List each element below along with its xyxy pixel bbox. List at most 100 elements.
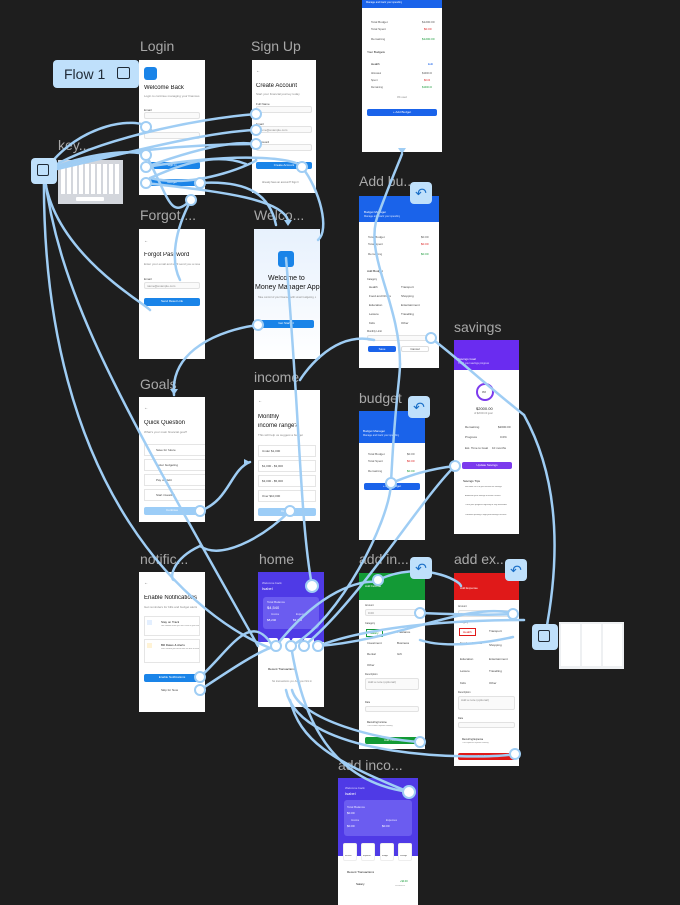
back-icon[interactable]: ←: [256, 68, 260, 73]
category-option[interactable]: Kids: [369, 321, 375, 325]
action-expense-button[interactable]: [280, 638, 290, 648]
balance-label: Total Balance: [347, 805, 366, 809]
recurring-sub: This income repeats monthly: [367, 725, 393, 727]
goals-continue-button[interactable]: Continue: [144, 507, 200, 515]
description-label: Description: [365, 673, 378, 676]
back-action-icon[interactable]: ↶: [408, 396, 430, 418]
income-title-1: Monthly: [258, 414, 280, 420]
expense-label: Expenses: [386, 819, 397, 822]
back-icon[interactable]: ←: [144, 580, 148, 585]
date-label: Date: [458, 717, 464, 720]
category-option[interactable]: Food and Drinks: [369, 294, 392, 298]
notif-item-desc: We'll remind you when bills are due to a…: [161, 648, 199, 650]
category-option[interactable]: Other: [489, 681, 497, 685]
back-action-icon[interactable]: ↶: [505, 559, 527, 581]
budget-edit-link[interactable]: Edit: [428, 62, 434, 66]
date-field[interactable]: [365, 706, 419, 712]
notifications-frame[interactable]: ← Enable Notifications Get reminders for…: [139, 572, 205, 712]
cancel-budget-button[interactable]: Cancel: [401, 346, 429, 352]
income-option[interactable]: Over $10,000: [258, 490, 316, 502]
category-option[interactable]: Leisure: [460, 669, 470, 673]
signin-link[interactable]: Already have an account? Sign In: [262, 181, 300, 184]
recurring-sub: This expense repeats monthly: [462, 742, 489, 744]
category-option[interactable]: Other: [367, 663, 375, 667]
connection-node: [140, 121, 152, 133]
date-field[interactable]: [458, 722, 515, 728]
category-option[interactable]: Entertainment: [489, 657, 508, 661]
category-option[interactable]: Leisure: [369, 312, 379, 316]
get-started-button[interactable]: Get Started: [258, 320, 314, 328]
goal-option[interactable]: Start investing: [144, 489, 205, 501]
save-budget-button[interactable]: Save: [368, 346, 396, 352]
update-savings-button[interactable]: Update Savings: [462, 462, 512, 469]
budget-list-frame[interactable]: Manage and track your spending Total Bud…: [362, 0, 442, 152]
total-spent-value: $0.00: [407, 459, 415, 463]
create-account-button[interactable]: Create Account: [256, 162, 312, 169]
add-expense-frame[interactable]: Add Expense Amount 0.00 Category Health …: [454, 573, 519, 766]
category-option[interactable]: Gift: [397, 652, 402, 656]
save-income-button[interactable]: Add Income: [365, 737, 419, 744]
back-icon[interactable]: ←: [144, 405, 148, 410]
back-icon[interactable]: ←: [258, 398, 262, 403]
welcome-title-1: Welcome to: [268, 275, 305, 282]
flow-start-tag[interactable]: Flow 1: [53, 60, 139, 88]
category-option[interactable]: Shopping: [489, 643, 502, 647]
category-option[interactable]: Business: [397, 641, 410, 645]
email-field[interactable]: [144, 112, 200, 119]
category-option[interactable]: Health: [369, 285, 378, 289]
overlay-icon[interactable]: [532, 624, 558, 650]
action-savings-button[interactable]: Savings: [398, 843, 412, 861]
category-option[interactable]: Travelling: [489, 669, 502, 673]
welcome-frame[interactable]: Welcome to Money Manager App Take contro…: [254, 229, 320, 359]
add-expense-title: Add Expense: [460, 586, 478, 590]
income-option[interactable]: Under $1,000: [258, 445, 316, 457]
goal-option[interactable]: Save for future: [144, 444, 205, 456]
back-action-icon[interactable]: ↶: [410, 182, 432, 204]
keypad-frame[interactable]: [559, 622, 624, 669]
goal-option[interactable]: Better budgeting: [144, 459, 205, 471]
category-option[interactable]: Education: [460, 657, 474, 661]
description-field[interactable]: Add a note (optional): [365, 678, 419, 690]
income-option[interactable]: $3,000 - $5,000: [258, 475, 316, 487]
remaining-value: $0.00: [421, 252, 429, 256]
category-option[interactable]: Entertainment: [401, 303, 420, 307]
category-option[interactable]: Transport: [401, 285, 414, 289]
back-icon[interactable]: ←: [144, 238, 148, 243]
category-option[interactable]: Freelance: [397, 630, 411, 634]
action-expense-button[interactable]: Expense: [361, 843, 375, 861]
income-option[interactable]: $1,000 - $3,000: [258, 460, 316, 472]
income-frame[interactable]: ← Monthly income range? This will help u…: [254, 390, 320, 521]
enable-notifications-button[interactable]: Enable Notifications: [144, 674, 200, 682]
bell-icon: [147, 620, 152, 625]
notif-item: Bill Dates & Alerts We'll remind you whe…: [144, 639, 200, 663]
category-option[interactable]: Health: [459, 628, 476, 636]
sign-in-button[interactable]: Sign In: [144, 162, 200, 169]
description-field[interactable]: Add a note (optional): [458, 696, 515, 710]
password-field[interactable]: [144, 132, 200, 139]
action-budget-button[interactable]: Budget: [380, 843, 394, 861]
recent-title: Recent Transactions: [347, 870, 375, 874]
skip-button[interactable]: Skip for Now: [161, 688, 179, 692]
category-option[interactable]: Kids: [460, 681, 466, 685]
goals-frame[interactable]: ← Quick Question What's your main financ…: [139, 397, 205, 522]
category-option[interactable]: Education: [369, 303, 383, 307]
add-income-frame[interactable]: Add Income Amount 0.00 Category Salary F…: [359, 573, 425, 749]
savings-frame[interactable]: Savings Goal Track your savings progress…: [454, 340, 519, 534]
send-reset-button[interactable]: Send Reset Link: [144, 298, 200, 306]
category-option[interactable]: Shopping: [401, 294, 414, 298]
action-income-button[interactable]: Income: [343, 843, 357, 861]
notif-title: Enable Notifications: [144, 595, 198, 601]
flow-label: Flow 1: [64, 66, 106, 82]
home-updated-frame[interactable]: Welcome back, Isabel Total Balance $0.00…: [338, 778, 418, 905]
category-option[interactable]: Travelling: [401, 312, 414, 316]
add-budget-button[interactable]: + Add Budget: [367, 109, 437, 116]
category-option[interactable]: Transport: [489, 629, 502, 633]
forgot-frame[interactable]: ← Forgot Password Enter your email and w…: [139, 229, 205, 359]
total-budget-value: $0.00: [421, 235, 429, 239]
overlay-icon[interactable]: [31, 158, 57, 184]
category-option[interactable]: Investment: [367, 641, 382, 645]
back-action-icon[interactable]: ↶: [410, 557, 432, 579]
category-option[interactable]: Other: [401, 321, 409, 325]
category-option[interactable]: Rental: [367, 652, 376, 656]
forgot-email-field[interactable]: name@example.com: [144, 282, 200, 289]
